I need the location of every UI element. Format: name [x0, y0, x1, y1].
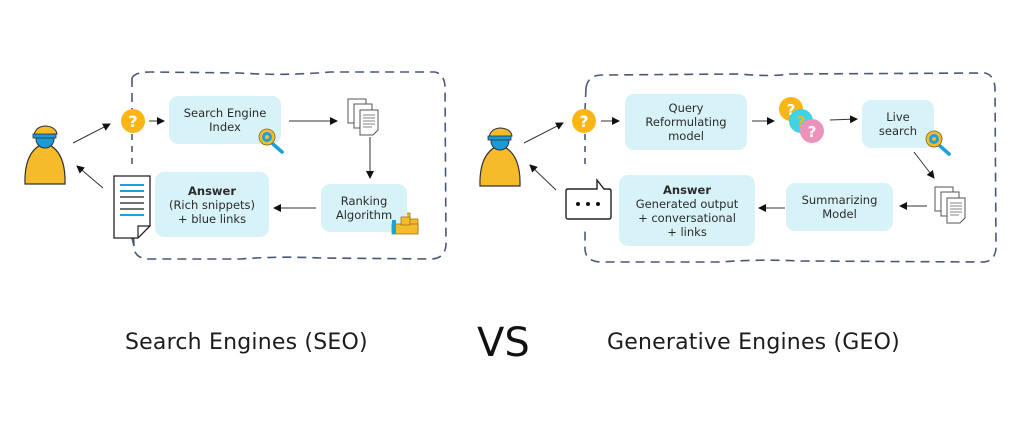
geo-arrow-answer-to-user	[529, 164, 557, 191]
seo-arrow-answer-to-user	[76, 165, 104, 189]
geo-live-search-line2: search	[878, 124, 918, 138]
geo-user-icon	[479, 127, 521, 187]
geo-reformulating-line2: Reformulating	[645, 115, 727, 129]
svg-text:?: ?	[128, 112, 137, 131]
geo-live-search-box: Live search	[862, 100, 934, 148]
seo-index-line2: Index	[209, 120, 241, 134]
seo-search-engine-index-box: Search Engine Index	[169, 96, 281, 144]
seo-documents-icon	[347, 98, 379, 136]
geo-summarizing-line1: Summarizing	[801, 193, 878, 207]
geo-answer-line1: Generated output	[635, 196, 739, 211]
seo-answer-line1: (Rich snippets)	[168, 197, 256, 212]
svg-text:?: ?	[808, 123, 817, 141]
seo-answer-document-icon	[113, 175, 151, 239]
seo-caption: Search Engines (SEO)	[125, 330, 368, 355]
seo-answer-line2: + blue links	[177, 211, 247, 226]
seo-diagram: ?	[24, 71, 447, 260]
geo-query-reformulating-box: Query Reformulating model	[625, 94, 747, 150]
seo-answer-box: Answer (Rich snippets) + blue links	[155, 172, 269, 237]
geo-question-icon: ?	[572, 109, 596, 133]
geo-multiple-questions-icon: ? ? ?	[779, 97, 824, 143]
seo-index-line1: Search Engine	[183, 106, 267, 120]
geo-documents-icon	[934, 186, 966, 224]
svg-text:?: ?	[797, 113, 806, 131]
geo-summarizing-model-box: Summarizing Model	[786, 183, 893, 231]
seo-answer-title: Answer	[187, 183, 237, 198]
geo-arrow-live-search-to-documents	[913, 151, 935, 179]
geo-live-search-line1: Live	[886, 110, 910, 124]
seo-question-icon: ?	[121, 109, 145, 133]
geo-answer-title: Answer	[662, 182, 712, 197]
geo-answer-line3: + links	[667, 224, 707, 239]
seo-dashed-frame	[131, 71, 447, 260]
vs-label: VS	[477, 320, 530, 366]
geo-reformulating-line3: model	[668, 129, 704, 143]
geo-dashed-frame	[584, 72, 997, 263]
geo-reformulating-line1: Query	[668, 101, 704, 115]
geo-diagram: ? ? ? ?	[479, 72, 997, 263]
seo-arrow-user-to-query	[72, 123, 111, 144]
geo-answer-box: Answer Generated output + conversational…	[619, 175, 755, 246]
seo-ranking-line1: Ranking	[340, 194, 388, 208]
seo-ranking-line2: Algorithm	[335, 208, 393, 222]
svg-text:?: ?	[787, 101, 796, 119]
geo-caption: Generative Engines (GEO)	[607, 330, 900, 355]
geo-chat-bubble-icon	[565, 177, 612, 220]
svg-text:?: ?	[579, 112, 588, 131]
geo-answer-line2: + conversational	[638, 210, 736, 225]
geo-arrow-multi-to-live-search	[829, 115, 858, 124]
seo-user-icon	[24, 125, 66, 185]
geo-arrow-user-to-query	[523, 122, 564, 144]
geo-summarizing-line2: Model	[822, 207, 857, 221]
seo-ranking-algorithm-box: Ranking Algorithm	[321, 184, 407, 232]
